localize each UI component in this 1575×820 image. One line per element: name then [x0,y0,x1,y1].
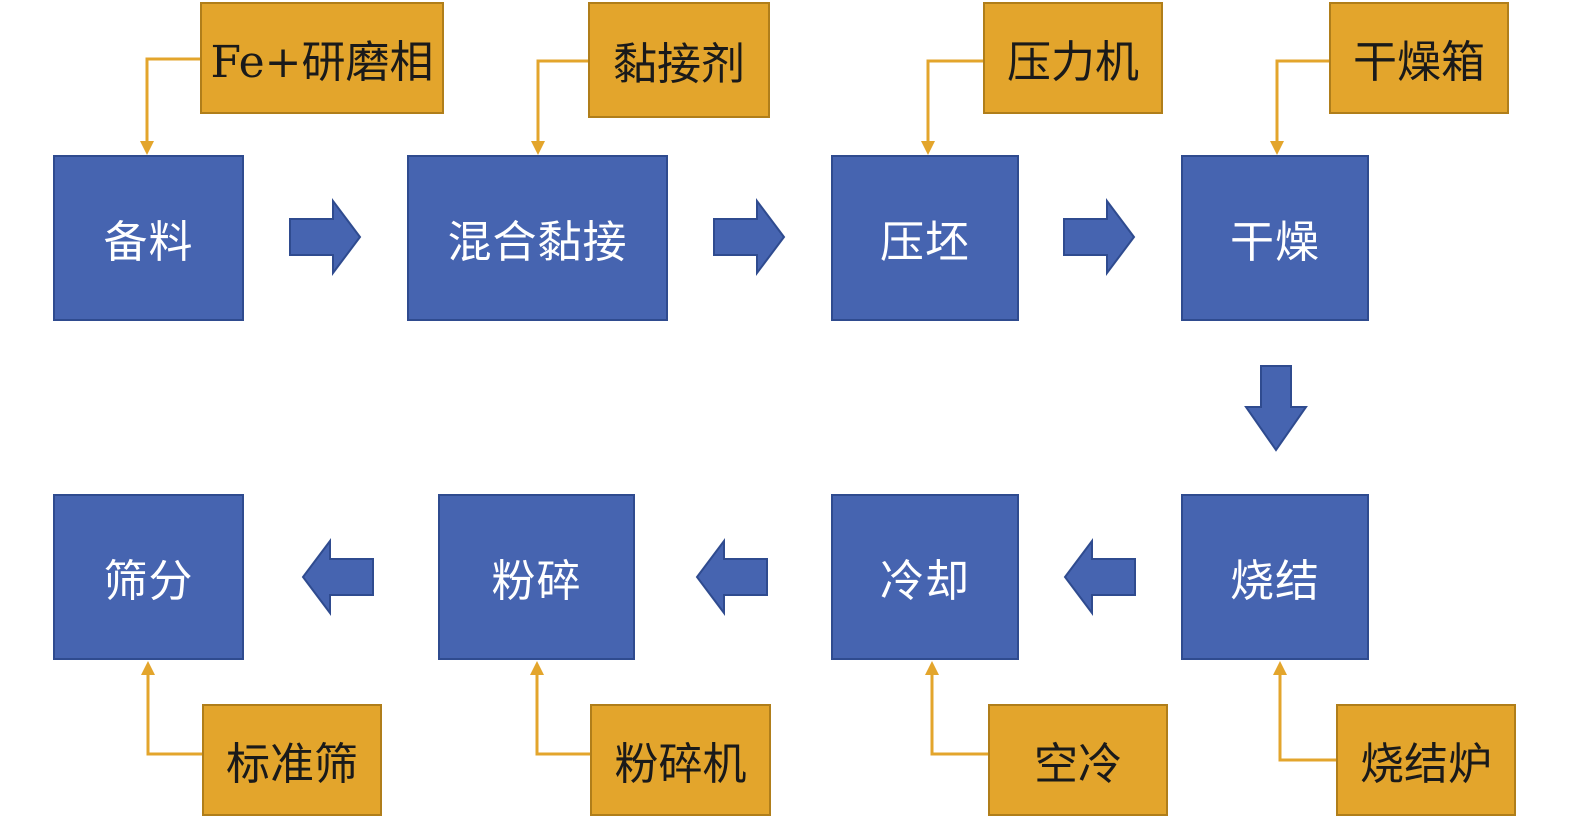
flow-arrow-7 [301,538,374,616]
input-press-machine: 压力机 [983,2,1163,114]
step-label: 备料 [103,217,194,268]
step-sinter: 烧结 [1181,494,1369,660]
input-label: 空冷 [1034,739,1122,790]
connector-i2-arrowhead [531,141,545,155]
step-label: 粉碎 [491,556,582,607]
flow-arrow-2 [713,198,786,276]
step-label: 干燥 [1230,217,1320,268]
input-standard-sieve: 标准筛 [202,704,382,816]
connector-i6 [930,673,989,756]
step-sieve: 筛分 [53,494,244,660]
input-label: 黏接剂 [613,39,745,90]
connector-i8-arrowhead [141,661,155,675]
flow-arrow-3 [1063,198,1136,276]
connector-i3-arrowhead [921,141,935,155]
input-air-cooling: 空冷 [988,704,1168,816]
input-label: Fe+研磨相 [210,37,434,88]
step-cool: 冷却 [831,494,1019,660]
connector-i7 [535,673,591,756]
step-label: 混合黏接 [447,217,628,268]
flow-arrow-4 [1244,365,1308,452]
step-crush: 粉碎 [438,494,635,660]
connector-i7-arrowhead [530,661,544,675]
input-label: 标准筛 [226,739,358,790]
input-label: 粉碎机 [614,739,747,790]
connector-i8 [146,673,203,756]
input-fe-abrasive: Fe+研磨相 [200,2,444,114]
step-label: 压坯 [880,217,970,268]
connector-i6-arrowhead [925,661,939,675]
connector-i2 [536,59,589,143]
step-dry: 干燥 [1181,155,1369,321]
input-drying-oven: 干燥箱 [1329,2,1509,114]
connector-i3 [926,59,984,143]
flow-arrow-5 [1063,538,1136,616]
input-label: 干燥箱 [1353,37,1485,88]
step-prepare-materials: 备料 [53,155,244,321]
connector-i4-arrowhead [1270,141,1284,155]
step-label: 冷却 [880,556,970,607]
input-crusher: 粉碎机 [590,704,771,816]
input-sintering-furnace: 烧结炉 [1336,704,1516,816]
connector-i1 [145,57,201,143]
step-label: 烧结 [1230,556,1320,607]
step-label: 筛分 [103,556,194,607]
step-mix-bond: 混合黏接 [407,155,668,321]
connector-i4 [1275,59,1330,143]
connector-i5 [1278,673,1337,762]
input-binder: 黏接剂 [588,2,770,118]
connector-i1-arrowhead [140,141,154,155]
flow-arrow-1 [289,198,362,276]
input-label: 烧结炉 [1360,739,1492,790]
step-press: 压坯 [831,155,1019,321]
input-label: 压力机 [1007,37,1139,88]
connector-i5-arrowhead [1273,661,1287,675]
flow-arrow-6 [695,538,768,616]
